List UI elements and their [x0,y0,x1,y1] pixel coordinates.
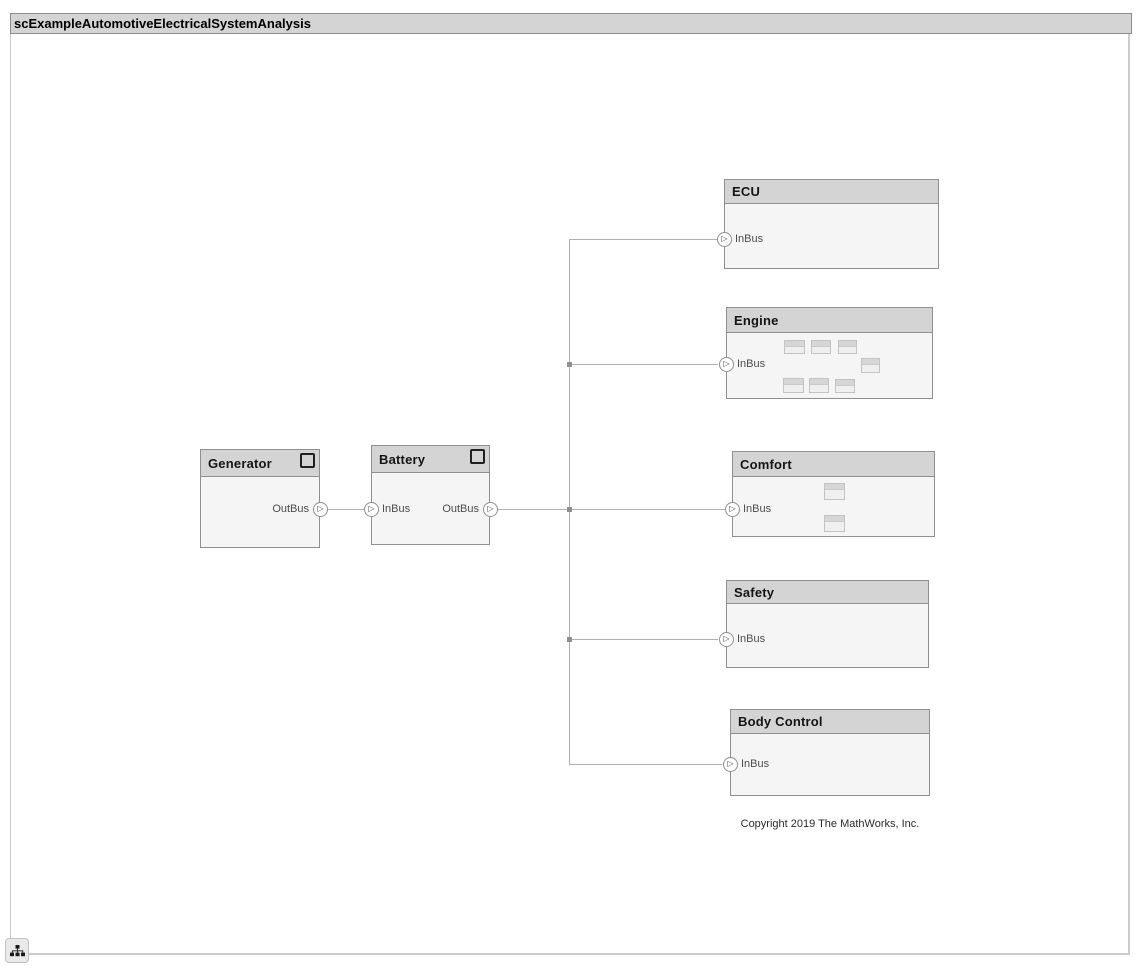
port-arrow-icon: ▷ [723,359,730,368]
component-block-engine[interactable]: Engine [726,307,933,399]
input-port-comfort[interactable]: ▷ [724,501,740,517]
port-arrow-icon: ▷ [368,504,375,513]
block-header: Comfort [733,452,934,477]
block-title: Comfort [740,456,792,472]
block-title: Generator [208,455,272,471]
content-preview-block [824,483,845,500]
wire-junction-dot [566,361,572,367]
content-preview-block [861,358,880,373]
hierarchy-nav-button[interactable] [5,938,29,963]
signal-wire[interactable] [569,238,717,240]
output-port-battery[interactable]: ▷ [482,501,498,517]
block-header: Safety [727,581,928,604]
component-block-generator[interactable]: Generator [200,449,320,548]
signal-wire[interactable] [497,508,725,510]
input-port-body-control[interactable]: ▷ [722,756,738,772]
copyright-text: Copyright 2019 The MathWorks, Inc. [740,818,920,830]
wire-junction-dot [566,636,572,642]
port-arrow-icon: ▷ [723,634,730,643]
content-preview-block [784,340,805,354]
diagram-title-bar: scExampleAutomotiveElectricalSystemAnaly… [10,13,1132,34]
signal-wire[interactable] [569,638,718,640]
canvas-border-bottom [28,953,1130,955]
signal-wire[interactable] [569,363,718,365]
input-port-ecu[interactable]: ▷ [716,231,732,247]
port-label: InBus [735,233,764,245]
subsystem-badge-icon [470,449,485,464]
output-port-generator[interactable]: ▷ [312,501,328,517]
content-preview-block [811,340,831,354]
port-label: OutBus [272,503,309,515]
component-block-battery[interactable]: Battery [371,445,490,545]
content-preview-block [838,340,857,354]
input-port-engine[interactable]: ▷ [718,356,734,372]
block-title: ECU [732,184,761,199]
signal-wire[interactable] [568,239,570,764]
port-label: InBus [382,503,411,515]
port-label: InBus [743,503,772,515]
block-header: Battery [372,446,489,473]
canvas-border-left [10,34,11,938]
content-preview-block [824,515,845,532]
component-block-ecu[interactable]: ECU [724,179,939,269]
port-label: InBus [737,358,766,370]
component-block-safety[interactable]: Safety [726,580,929,668]
block-title: Battery [379,451,426,467]
canvas-border-right [1128,34,1130,955]
subsystem-badge-icon [300,453,315,468]
port-label: InBus [737,633,766,645]
input-port-battery[interactable]: ▷ [363,501,379,517]
diagram-title: scExampleAutomotiveElectricalSystemAnaly… [14,16,311,31]
block-header: ECU [725,180,938,204]
block-title: Engine [734,312,779,328]
port-arrow-icon: ▷ [317,504,324,513]
signal-wire[interactable] [327,508,364,510]
port-arrow-icon: ▷ [729,504,736,513]
block-header: Body Control [731,710,929,734]
port-arrow-icon: ▷ [727,759,734,768]
port-label: OutBus [442,503,479,515]
block-header: Engine [727,308,932,333]
signal-wire[interactable] [569,763,722,765]
component-block-comfort[interactable]: Comfort [732,451,935,537]
block-title: Body Control [738,714,823,729]
block-title: Safety [734,584,775,600]
input-port-safety[interactable]: ▷ [718,631,734,647]
content-preview-block [809,378,829,393]
component-block-body-control[interactable]: Body Control [730,709,930,796]
block-header: Generator [201,450,319,477]
content-preview-block [835,379,855,393]
port-label: InBus [741,758,770,770]
port-arrow-icon: ▷ [487,504,494,513]
hierarchy-icon [9,944,25,956]
wire-junction-dot [566,506,572,512]
content-preview-block [783,378,804,393]
port-arrow-icon: ▷ [721,234,728,243]
